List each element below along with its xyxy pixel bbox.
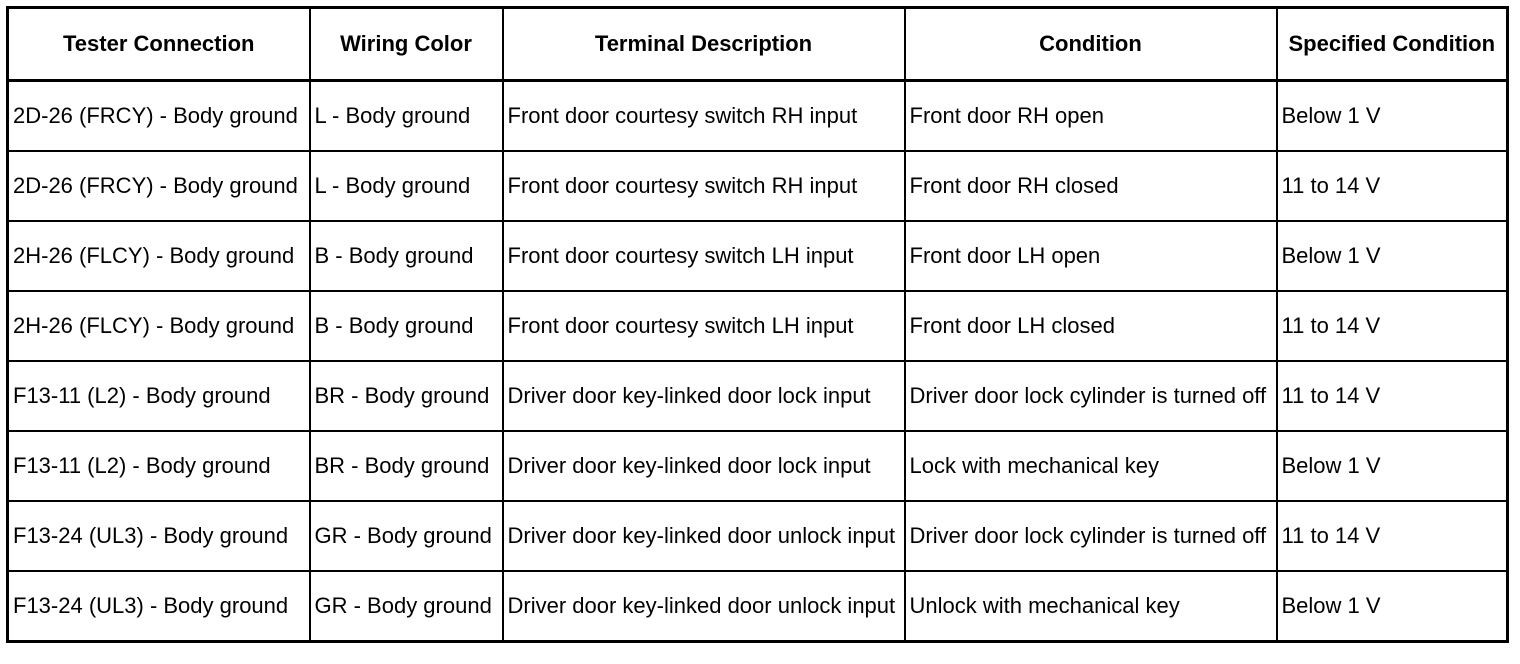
cell-specified-condition: Below 1 V	[1275, 79, 1509, 152]
header-specified-condition: Specified Condition	[1275, 6, 1509, 82]
table-row: 2H-26 (FLCY) - Body ground B - Body grou…	[6, 220, 1509, 292]
cell-terminal-description: Front door courtesy switch RH input	[501, 150, 906, 222]
cell-tester-connection: F13-24 (UL3) - Body ground	[6, 570, 311, 643]
cell-wiring-color: BR - Body ground	[308, 360, 504, 432]
table-row: 2D-26 (FRCY) - Body ground L - Body grou…	[6, 150, 1509, 222]
cell-wiring-color: GR - Body ground	[308, 500, 504, 572]
header-row: Tester Connection Wiring Color Terminal …	[6, 6, 1509, 82]
cell-wiring-color: BR - Body ground	[308, 430, 504, 502]
cell-tester-connection: 2D-26 (FRCY) - Body ground	[6, 79, 311, 152]
cell-tester-connection: F13-11 (L2) - Body ground	[6, 360, 311, 432]
header-tester-connection: Tester Connection	[6, 6, 311, 82]
cell-wiring-color: B - Body ground	[308, 220, 504, 292]
table-row: F13-11 (L2) - Body ground BR - Body grou…	[6, 430, 1509, 502]
table-row: F13-24 (UL3) - Body ground GR - Body gro…	[6, 570, 1509, 643]
cell-wiring-color: B - Body ground	[308, 290, 504, 362]
cell-specified-condition: Below 1 V	[1275, 430, 1509, 502]
cell-wiring-color: L - Body ground	[308, 150, 504, 222]
header-terminal-description: Terminal Description	[501, 6, 906, 82]
table-row: 2H-26 (FLCY) - Body ground B - Body grou…	[6, 290, 1509, 362]
cell-condition: Front door RH open	[903, 79, 1278, 152]
table-row: 2D-26 (FRCY) - Body ground L - Body grou…	[6, 79, 1509, 152]
cell-specified-condition: 11 to 14 V	[1275, 500, 1509, 572]
cell-tester-connection: F13-24 (UL3) - Body ground	[6, 500, 311, 572]
cell-specified-condition: Below 1 V	[1275, 570, 1509, 643]
cell-condition: Unlock with mechanical key	[903, 570, 1278, 643]
table-row: F13-24 (UL3) - Body ground GR - Body gro…	[6, 500, 1509, 572]
cell-terminal-description: Front door courtesy switch LH input	[501, 290, 906, 362]
cell-tester-connection: 2D-26 (FRCY) - Body ground	[6, 150, 311, 222]
table-header: Tester Connection Wiring Color Terminal …	[6, 6, 1509, 82]
cell-condition: Driver door lock cylinder is turned off	[903, 360, 1278, 432]
cell-terminal-description: Driver door key-linked door unlock input	[501, 570, 906, 643]
terminal-spec-table: Tester Connection Wiring Color Terminal …	[6, 6, 1509, 643]
spec-sheet: Tester Connection Wiring Color Terminal …	[6, 6, 1509, 643]
cell-terminal-description: Driver door key-linked door lock input	[501, 360, 906, 432]
cell-terminal-description: Driver door key-linked door unlock input	[501, 500, 906, 572]
header-condition: Condition	[903, 6, 1278, 82]
cell-terminal-description: Front door courtesy switch LH input	[501, 220, 906, 292]
cell-wiring-color: L - Body ground	[308, 79, 504, 152]
cell-terminal-description: Driver door key-linked door lock input	[501, 430, 906, 502]
header-wiring-color: Wiring Color	[308, 6, 504, 82]
cell-wiring-color: GR - Body ground	[308, 570, 504, 643]
cell-specified-condition: 11 to 14 V	[1275, 290, 1509, 362]
cell-specified-condition: 11 to 14 V	[1275, 360, 1509, 432]
table-row: F13-11 (L2) - Body ground BR - Body grou…	[6, 360, 1509, 432]
cell-condition: Front door RH closed	[903, 150, 1278, 222]
cell-specified-condition: Below 1 V	[1275, 220, 1509, 292]
cell-terminal-description: Front door courtesy switch RH input	[501, 79, 906, 152]
cell-condition: Driver door lock cylinder is turned off	[903, 500, 1278, 572]
cell-tester-connection: F13-11 (L2) - Body ground	[6, 430, 311, 502]
cell-specified-condition: 11 to 14 V	[1275, 150, 1509, 222]
cell-condition: Lock with mechanical key	[903, 430, 1278, 502]
cell-condition: Front door LH open	[903, 220, 1278, 292]
cell-tester-connection: 2H-26 (FLCY) - Body ground	[6, 290, 311, 362]
cell-tester-connection: 2H-26 (FLCY) - Body ground	[6, 220, 311, 292]
table-body: 2D-26 (FRCY) - Body ground L - Body grou…	[6, 79, 1509, 643]
cell-condition: Front door LH closed	[903, 290, 1278, 362]
